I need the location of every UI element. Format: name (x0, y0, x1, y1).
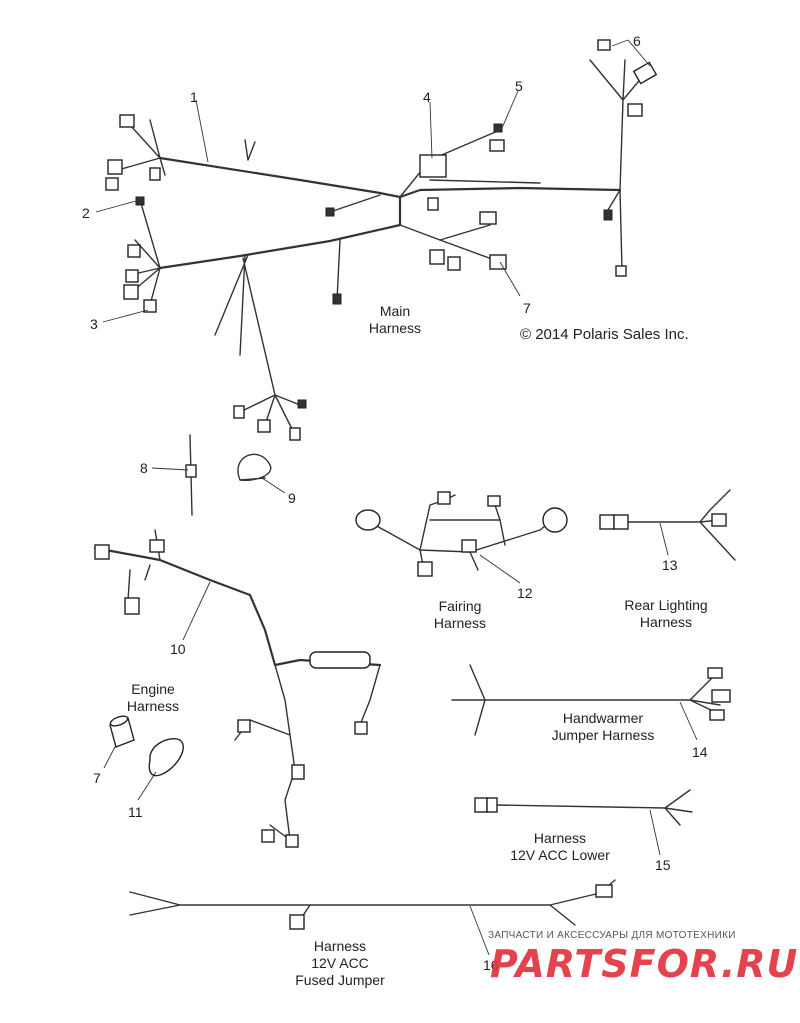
copyright-text: © 2014 Polaris Sales Inc. (520, 326, 689, 343)
engine-harness-label-line1: Engine (131, 681, 175, 697)
engine-harness-label: Engine Harness (113, 681, 193, 715)
fairing-harness-drawing (355, 491, 568, 577)
handwarmer-label-line1: Handwarmer (562, 710, 644, 726)
main-harness-label-line2: Harness (368, 320, 422, 336)
callout-7-engine: 7 (93, 770, 101, 786)
fused-jumper-label-line3: Fused Jumper (295, 972, 385, 988)
fused-jumper-harness-label: Harness 12V ACC Fused Jumper (290, 938, 390, 989)
engine-harness-drawing (93, 529, 382, 848)
rear-lighting-label-line1: Rear Lighting (624, 597, 708, 613)
acc-lower-harness-drawing (474, 789, 693, 826)
callout-13: 13 (662, 557, 678, 573)
sleeves-drawing (109, 715, 184, 777)
callout-15: 15 (655, 857, 671, 873)
callout-leaders (95, 39, 698, 956)
rear-lighting-harness-label: Rear Lighting Harness (610, 597, 722, 631)
handwarmer-harness-drawing (451, 664, 731, 736)
handwarmer-harness-label: Handwarmer Jumper Harness (538, 710, 668, 744)
ties-drawing (185, 434, 272, 516)
callout-11: 11 (128, 804, 143, 820)
acc-lower-label-line2: 12V ACC Lower (510, 847, 610, 863)
handwarmer-label-line2: Jumper Harness (551, 727, 655, 743)
callout-9: 9 (288, 490, 296, 506)
rear-lighting-label-line2: Harness (639, 614, 693, 630)
callout-7-main: 7 (523, 300, 531, 316)
main-harness-drawing (105, 39, 658, 441)
engine-harness-label-line2: Harness (126, 698, 180, 714)
callout-2: 2 (82, 205, 90, 221)
fairing-harness-label: Fairing Harness (420, 598, 500, 632)
acc-lower-harness-label: Harness 12V ACC Lower (500, 830, 620, 864)
callout-8: 8 (140, 460, 148, 476)
fused-jumper-harness-drawing (129, 879, 616, 930)
callout-12: 12 (517, 585, 533, 601)
callout-16: 16 (483, 957, 499, 973)
fused-jumper-label-line2: 12V ACC (311, 955, 369, 971)
callout-14: 14 (692, 744, 708, 760)
watermark-tagline: ЗАПЧАСТИ И АКСЕССУАРЫ ДЛЯ МОТОТЕХНИКИ (488, 930, 736, 941)
fairing-harness-label-line2: Harness (433, 615, 487, 631)
callout-5: 5 (515, 78, 523, 94)
callout-4: 4 (423, 89, 431, 105)
acc-lower-label-line1: Harness (533, 830, 587, 846)
callout-6: 6 (633, 33, 641, 49)
fairing-harness-label-line1: Fairing (438, 598, 482, 614)
callout-3: 3 (90, 316, 98, 332)
watermark-logo: PARTSFOR.RU (490, 942, 799, 986)
callout-10: 10 (170, 641, 186, 657)
main-harness-label-line1: Main (379, 303, 411, 319)
fused-jumper-label-line1: Harness (313, 938, 367, 954)
main-harness-label: Main Harness (355, 303, 435, 337)
rear-lighting-harness-drawing (599, 489, 736, 561)
callout-1: 1 (190, 89, 198, 105)
